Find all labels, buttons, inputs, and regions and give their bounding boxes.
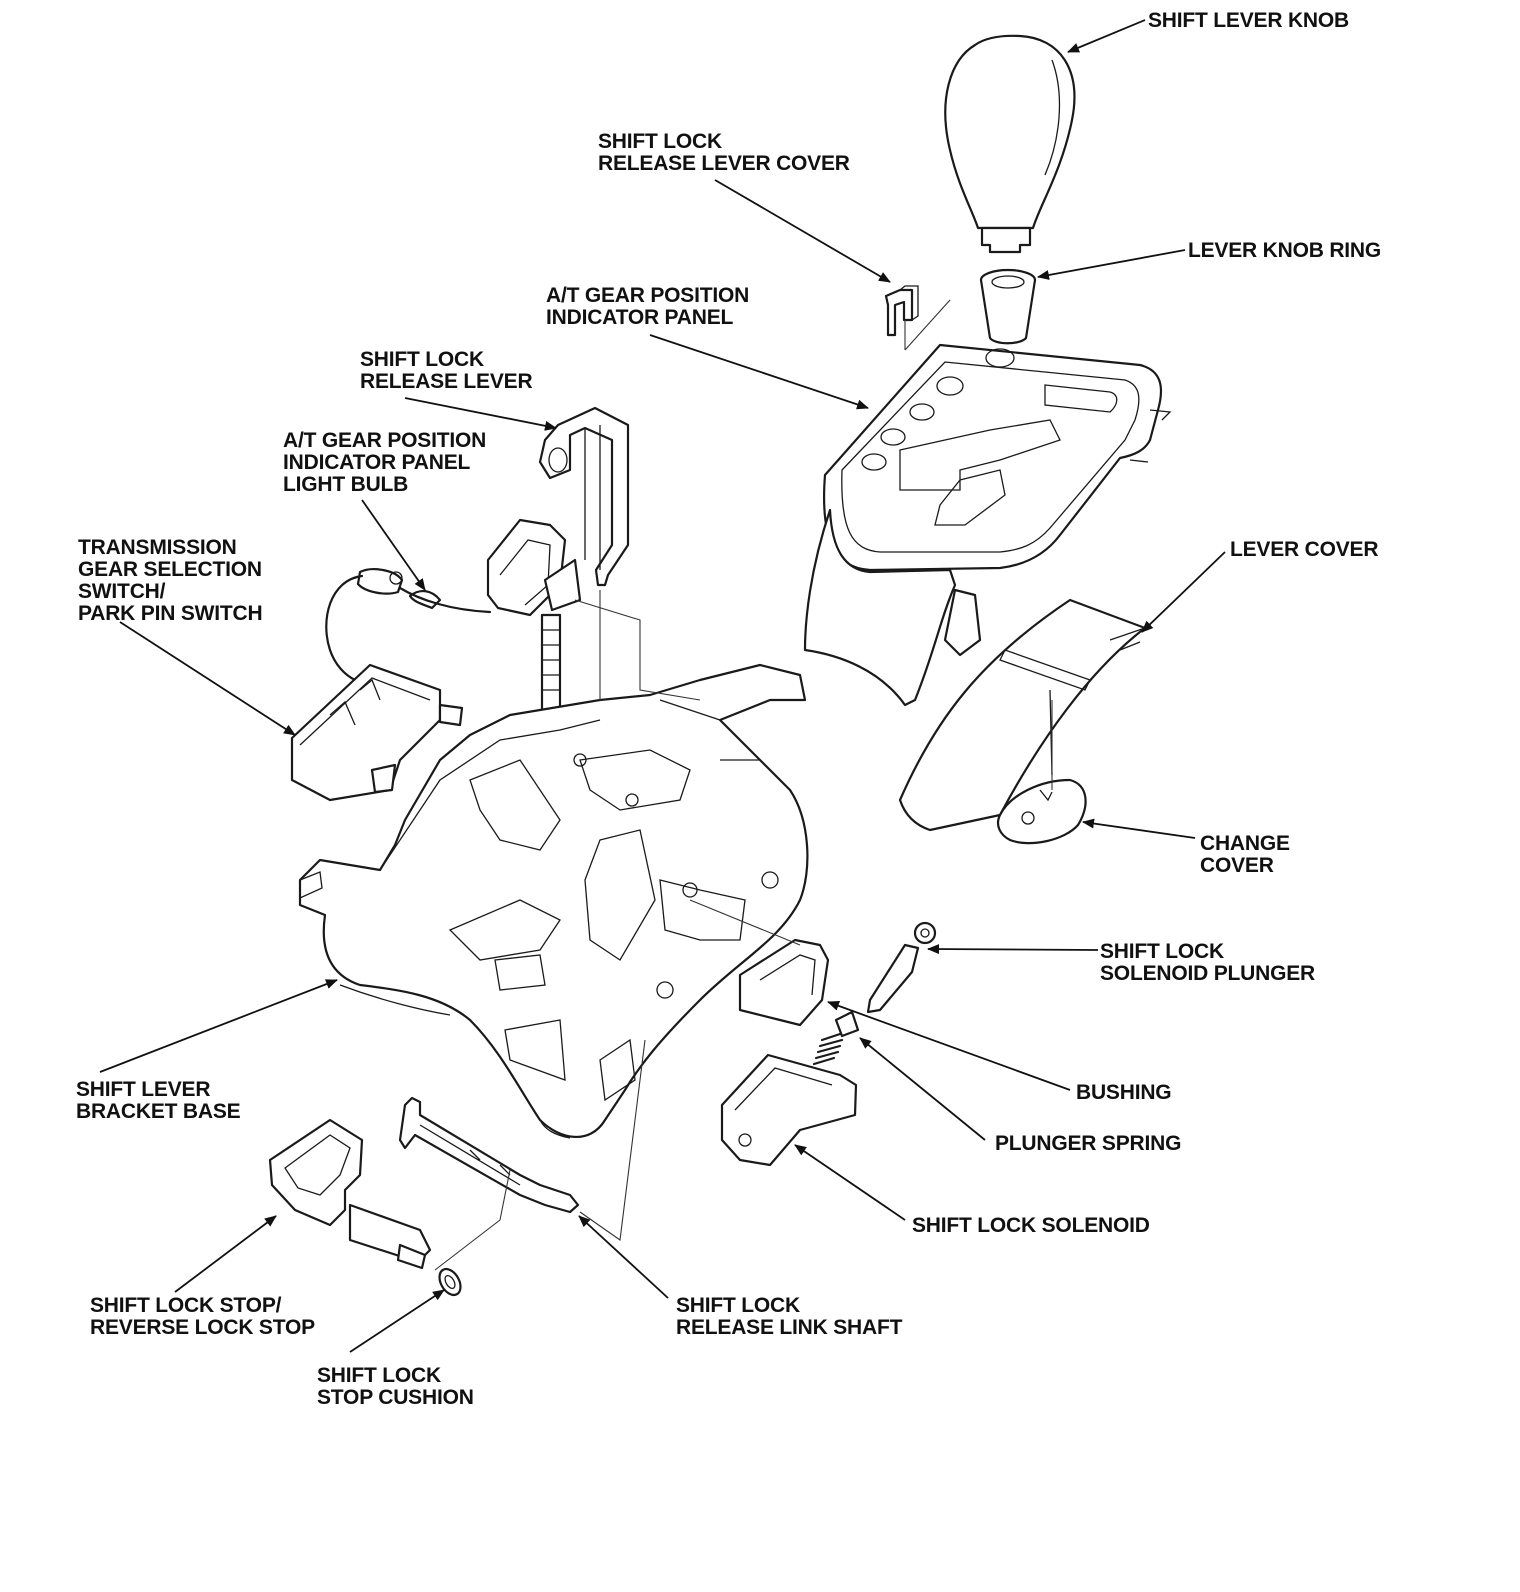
bushing-and-spring-part [812,1010,860,1066]
wiring-harness-part [325,518,582,682]
label-plunger-spring: PLUNGER SPRING [995,1132,1181,1155]
shift-lever-bracket-base-part [298,663,809,1139]
label-shift-lock-release-lever-cover: SHIFT LOCK RELEASE LEVER COVER [598,130,850,175]
solenoid-bracket-part [738,938,830,1027]
change-cover-part [996,778,1087,845]
lever-knob-ring-part [979,268,1037,345]
indicator-panel-light-bulb-part [356,568,442,610]
shift-lock-solenoid-part [720,1053,858,1167]
label-at-gear-position-indicator-panel: A/T GEAR POSITION INDICATOR PANEL [546,284,755,329]
label-at-indicator-panel-light-bulb: A/T GEAR POSITION INDICATOR PANEL LIGHT … [283,429,492,496]
label-lever-knob-ring: LEVER KNOB RING [1188,239,1381,262]
shift-lock-release-lever-part [538,406,630,587]
shift-lock-stop-part [268,1118,432,1270]
label-shift-lock-stop-cushion: SHIFT LOCK STOP CUSHION [317,1364,474,1409]
label-shift-lock-solenoid: SHIFT LOCK SOLENOID [912,1214,1150,1237]
label-shift-lock-release-lever: SHIFT LOCK RELEASE LEVER [360,348,532,393]
label-shift-lock-solenoid-plunger: SHIFT LOCK SOLENOID PLUNGER [1100,940,1315,985]
leader-lines [99,19,1226,1353]
label-shift-lock-release-link-shaft: SHIFT LOCK RELEASE LINK SHAFT [676,1294,903,1339]
shift-lock-solenoid-plunger-part [866,921,937,1014]
lever-cover-part [898,598,1147,832]
label-bushing: BUSHING [1076,1081,1171,1104]
label-lever-cover: LEVER COVER [1230,538,1378,561]
label-shift-lever-bracket-base: SHIFT LEVER BRACKET BASE [76,1078,241,1123]
shift-lock-release-link-shaft-part [398,1096,580,1214]
label-shift-lever-knob: SHIFT LEVER KNOB [1148,9,1349,32]
shift-lever-knob-part [944,34,1076,254]
assembly-guide-lines [434,299,1053,1271]
at-gear-position-indicator-panel-part [803,343,1172,707]
shift-lock-stop-cushion-part [438,1267,462,1297]
label-change-cover: CHANGE COVER [1200,832,1295,877]
shift-lock-release-lever-cover-part [884,285,919,337]
label-transmission-gear-selection-switch: TRANSMISSION GEAR SELECTION SWITCH/ PARK… [78,536,268,625]
label-shift-lock-stop-reverse-lock-stop: SHIFT LOCK STOP/ REVERSE LOCK STOP [90,1294,315,1339]
transmission-gear-selection-switch-part [290,663,464,802]
